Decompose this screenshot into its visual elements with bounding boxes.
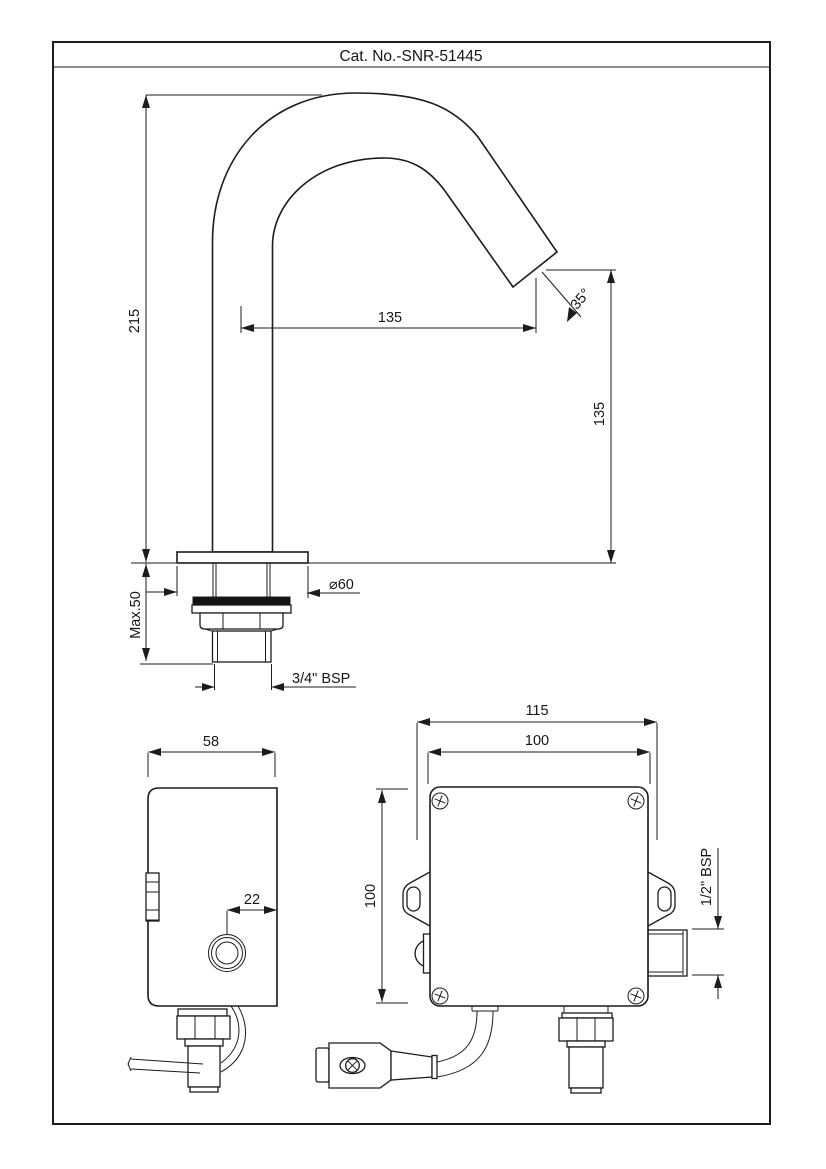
side-box-outline [147,787,278,1007]
locknut [199,612,284,632]
control-box-side-view: 58 22 [127,734,278,1093]
screw-bottom-right-icon [627,987,645,1005]
front-water-connector [558,1006,614,1094]
dim-label-34bsp: 3/4" BSP [292,671,350,687]
rubber-gasket [192,596,291,606]
side-water-connector [176,1008,231,1093]
inlet-thread-pipe [211,630,272,663]
mounting-ear-right [647,871,676,927]
plug-cable-exit [431,1054,438,1080]
title-text: Cat. No.-SNR-51445 [339,48,482,65]
sensor-cable-front [436,1010,494,1078]
dim-label-22: 22 [244,892,260,908]
sensor-cable-side [220,1005,247,1073]
inlet-port-knob [414,933,432,974]
dim-box-height: 100 [363,788,408,1004]
dim-inlet-thread: 3/4" BSP [195,664,356,691]
dim-box-depth: 58 [147,734,276,777]
outlet-pipe [647,929,688,977]
dim-label-215: 215 [127,309,143,333]
sensor-window [208,934,246,972]
dim-spout-reach: 135 [240,278,537,333]
dim-label-58: 58 [203,734,219,750]
dim-spout-height: 215 [127,94,322,562]
dim-box-width-overall: 115 [416,703,658,840]
dim-label-135-height: 135 [592,402,608,426]
dim-box-width: 100 [427,733,651,784]
spout-outline [211,92,559,553]
mounting-ear-left [402,871,431,927]
dim-label-12bsp: 1/2" BSP [699,848,715,906]
mounting-tab [145,872,160,922]
dim-label-115: 115 [525,703,548,719]
inline-connector-plug [315,1042,438,1089]
plug-window [339,1056,366,1075]
dim-label-100h: 100 [363,884,379,908]
dim-label-dia60: ⌀60 [329,577,354,593]
supply-cable [127,1056,204,1074]
screw-bottom-left-icon [431,987,449,1005]
mounting-flange [176,551,309,564]
dim-max-deck-thickness: Max.50 [128,563,213,665]
dim-label-max50: Max.50 [128,591,144,639]
cable-gland [471,1006,499,1012]
dim-label-100w: 100 [525,733,549,749]
washer [191,604,292,614]
screw-top-right-icon [627,792,645,810]
dim-label-135-reach: 135 [378,310,402,326]
control-box-front-view: 115 100 [363,703,724,1094]
dim-sensor-offset: 22 [226,892,277,935]
plug-end-cap [315,1047,330,1083]
dim-outlet-thread: 1/2" BSP [692,848,724,999]
flange-shank [212,563,271,597]
dim-flange-diameter: ⌀60 [146,566,360,598]
front-box-outline [429,786,649,1007]
faucet-spout-view: 215 Max.50 ⌀60 3/4" BS [127,92,616,691]
dim-outlet-height: 135 [546,269,616,563]
screw-top-left-icon [431,792,449,810]
